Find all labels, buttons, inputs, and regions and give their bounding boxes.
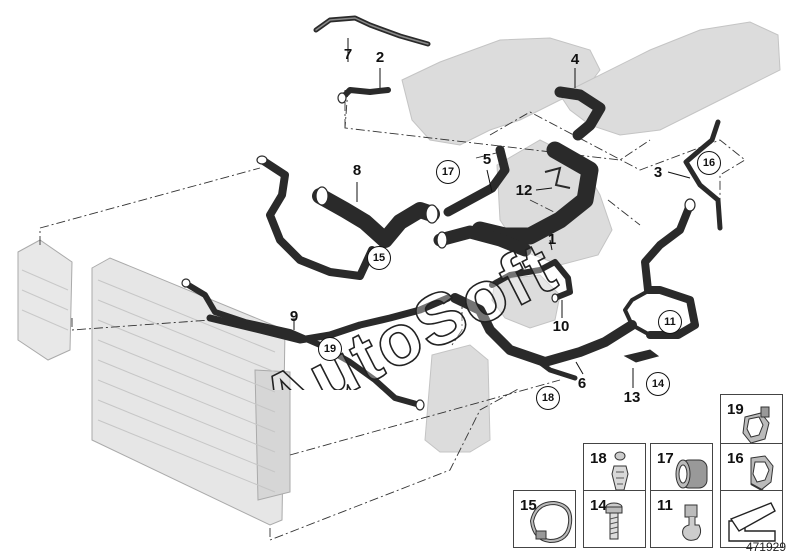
hose-7 [313, 15, 431, 47]
hose-2 [339, 87, 391, 101]
legend-number: 11 [657, 497, 673, 514]
hose-sleeve-icon [675, 459, 708, 489]
diagram-number: 471929 [745, 540, 786, 554]
callout-11: 11 [658, 310, 682, 334]
legend-number: 19 [727, 401, 744, 418]
callout-lines [293, 38, 691, 388]
callout-13: 13 [623, 389, 641, 406]
clamp-icon [742, 406, 770, 444]
shim-arrow-icon [728, 502, 776, 542]
callout-14: 14 [646, 372, 670, 396]
legend-item-14: 14 [583, 490, 646, 548]
callout-3: 3 [653, 164, 663, 181]
callout-1: 1 [547, 231, 557, 248]
callout-6: 6 [577, 375, 587, 392]
hoses [182, 15, 723, 408]
callout-2: 2 [375, 49, 385, 66]
legend-item-15: 15 [513, 490, 576, 548]
legend-number: 16 [727, 450, 744, 467]
watermark: AutoSoft [247, 226, 570, 390]
callout-12: 12 [515, 182, 533, 199]
hose-connectors [181, 92, 696, 411]
rivet-clip-icon [611, 451, 629, 491]
callout-10: 10 [552, 318, 570, 335]
callout-16: 16 [697, 151, 721, 175]
legend-number: 17 [657, 450, 674, 467]
leader-lines [39, 87, 746, 541]
legend-item-19: 19 [720, 394, 783, 452]
hose-5 [443, 145, 510, 217]
callout-15: 15 [367, 246, 391, 270]
callout-17: 17 [436, 160, 460, 184]
legend-item-shim [720, 490, 783, 548]
aux-radiator-left [17, 239, 73, 361]
hose-3 [683, 119, 723, 231]
callout-4: 4 [570, 51, 580, 68]
legend-number: 15 [520, 497, 537, 514]
callout-8: 8 [352, 162, 362, 179]
hose-clamp-icon [529, 500, 573, 544]
screw-icon [605, 502, 623, 540]
legend-item-11: 11 [650, 490, 713, 548]
legend-number: 14 [590, 497, 607, 514]
clip-icon [682, 504, 702, 541]
callout-7: 7 [343, 46, 353, 63]
legend-number: 18 [590, 450, 607, 467]
callout-19: 19 [318, 337, 342, 361]
hose-8 [258, 156, 376, 280]
hose-6 [450, 293, 637, 367]
hose-right [641, 201, 699, 339]
bracket-13 [623, 349, 660, 363]
callout-9: 9 [289, 308, 299, 325]
callout-18: 18 [536, 386, 560, 410]
hose-10 [489, 259, 573, 301]
bracket-12 [544, 166, 571, 189]
hose-4 [554, 86, 606, 141]
callout-5: 5 [482, 151, 492, 168]
hose-8-upper [312, 188, 440, 248]
